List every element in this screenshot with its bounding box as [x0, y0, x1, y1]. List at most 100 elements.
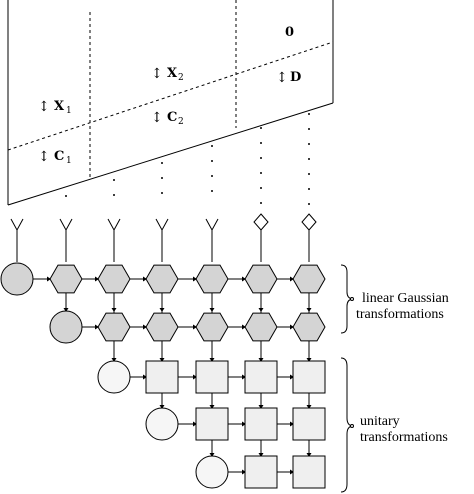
arrow-head: [290, 374, 294, 380]
column-dot: [260, 172, 262, 174]
column-dot: [260, 157, 262, 159]
gaussian-hexagon: [292, 264, 326, 294]
svg-text:↕: ↕: [276, 70, 288, 86]
arrow-head: [209, 358, 215, 362]
arrow-head: [258, 405, 264, 409]
column-dot: [260, 202, 262, 204]
arrow-head: [242, 276, 246, 282]
detector-diamond-icon: [301, 213, 317, 231]
gaussian-hexagon: [292, 312, 326, 342]
arrow-head: [193, 374, 197, 380]
column-dot: [260, 142, 262, 144]
column-dot: [308, 113, 310, 115]
svg-text:↕: ↕: [38, 99, 50, 115]
gaussian-hexagon: [97, 264, 131, 294]
unitary-square: [292, 360, 326, 394]
arrow-head: [306, 405, 312, 409]
arrow-head: [159, 405, 165, 409]
arrow-head: [242, 469, 246, 475]
arrow-head: [242, 324, 246, 330]
column-dot: [113, 194, 115, 196]
svg-text:↕: ↕: [38, 149, 50, 165]
detector-diamond-icon: [253, 213, 269, 231]
matrix-zero-label: 0: [285, 25, 294, 40]
svg-text:C: C: [167, 110, 177, 125]
arrow-head: [159, 358, 165, 362]
arrow-head: [193, 421, 197, 427]
gaussian-mode-circle: [49, 310, 83, 344]
arrow-head: [290, 421, 294, 427]
linear-gaussian-label-line2: transformations: [356, 307, 444, 322]
linear-gaussian-brace: [340, 264, 354, 334]
detector-fork-icon: [205, 218, 219, 262]
arrow-head: [290, 469, 294, 475]
arrow-head: [242, 421, 246, 427]
unitary-square: [292, 407, 326, 441]
unitary-square: [145, 360, 179, 394]
column-dot: [211, 145, 213, 147]
linear-gaussian-label-line1: linear Gaussian: [362, 291, 449, 306]
gaussian-hexagon: [49, 264, 83, 294]
svg-text:2: 2: [178, 117, 184, 127]
matrix-x2-label: ↕ X 2: [151, 66, 184, 83]
column-dot: [211, 190, 213, 192]
arrow-head: [95, 324, 99, 330]
gaussian-hexagon: [195, 264, 229, 294]
gaussian-hexagon: [145, 312, 179, 342]
gaussian-hexagon: [195, 312, 229, 342]
column-dot: [308, 158, 310, 160]
svg-text:X: X: [167, 66, 178, 81]
matrix-bottom-slant: [7, 102, 334, 206]
input-mode-circle: [195, 455, 229, 489]
matrix-c2-label: ↕ C 2: [151, 110, 184, 127]
detector-fork-icon: [155, 218, 169, 262]
unitary-label-line1: unitary: [360, 414, 400, 429]
svg-text:1: 1: [66, 106, 72, 116]
arrow-head: [258, 358, 264, 362]
column-dot: [260, 127, 262, 129]
gaussian-hexagon: [145, 264, 179, 294]
arrow-head: [193, 324, 197, 330]
gaussian-hexagon: [244, 312, 278, 342]
svg-text:↕: ↕: [151, 110, 163, 126]
column-dot: [161, 192, 163, 194]
svg-text:X: X: [54, 99, 65, 114]
unitary-label-line2: transformations: [360, 430, 448, 445]
arrow-head: [242, 374, 246, 380]
column-dot: [308, 128, 310, 130]
matrix-block: [7, 0, 334, 206]
column-dot: [211, 160, 213, 162]
matrix-c1-label: ↕ C 1: [38, 149, 72, 166]
svg-text:1: 1: [66, 156, 72, 166]
input-mode-circle: [145, 407, 179, 441]
column-dot: [308, 188, 310, 190]
gaussian-mode-circle: [0, 262, 34, 296]
svg-text:↕: ↕: [151, 66, 163, 82]
arrow-head: [143, 374, 147, 380]
input-mode-circle: [97, 360, 131, 394]
svg-text:C: C: [54, 149, 64, 164]
arrow-head: [306, 308, 312, 312]
arrow-head: [193, 276, 197, 282]
unitary-square: [244, 455, 278, 489]
svg-text:D: D: [290, 70, 301, 85]
arrow-head: [306, 358, 312, 362]
column-dot: [113, 179, 115, 181]
detector-fork-icon: [107, 218, 121, 262]
arrow-head: [47, 276, 51, 282]
column-dot: [308, 143, 310, 145]
unitary-square: [195, 407, 229, 441]
network-nodes: [0, 262, 326, 489]
gaussian-hexagon: [97, 312, 131, 342]
column-dot: [161, 177, 163, 179]
column-dots: [65, 113, 310, 205]
arrow-head: [111, 308, 117, 312]
detector-fork-icon: [59, 218, 73, 262]
arrow-head: [159, 308, 165, 312]
gaussian-hexagon: [244, 264, 278, 294]
column-dot: [308, 203, 310, 205]
arrow-head: [290, 276, 294, 282]
arrow-head: [95, 276, 99, 282]
arrow-head: [63, 308, 69, 312]
